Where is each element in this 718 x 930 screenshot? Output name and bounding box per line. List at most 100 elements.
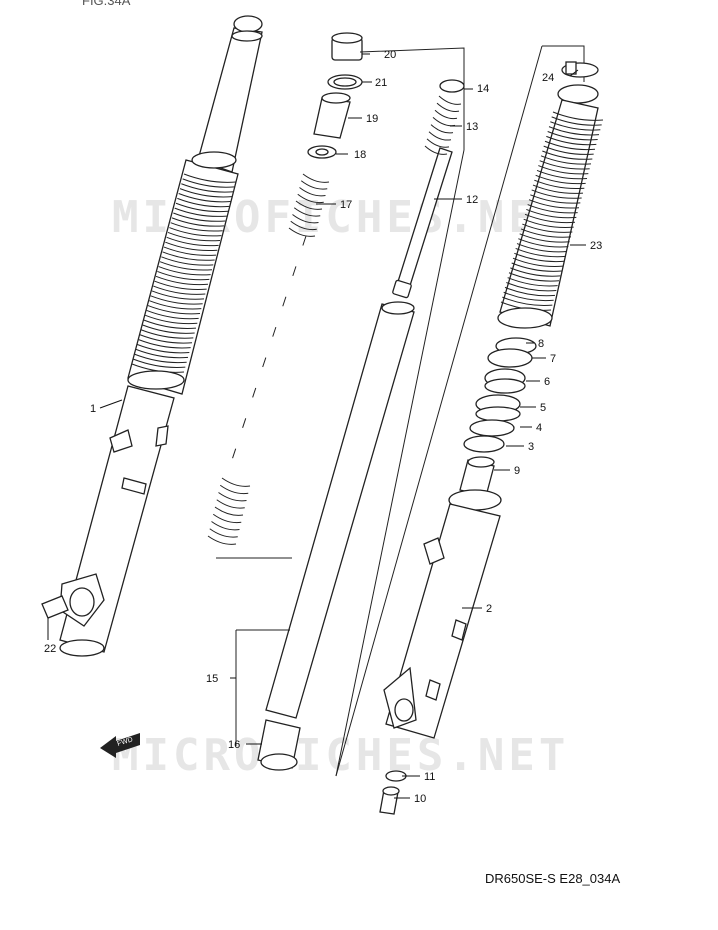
callout-23: 23 (590, 240, 602, 252)
spring-coil (219, 484, 249, 495)
boot-rib (536, 169, 588, 180)
boot-rib (173, 212, 226, 222)
boot-rib (503, 291, 554, 302)
boot-rib (514, 252, 565, 263)
callout-labels: 20 21 19 18 17 14 13 12 15 16 24 23 8 7 … (44, 49, 602, 805)
boot-rib (524, 213, 576, 224)
damper-rod-group (216, 47, 465, 777)
boot-rib (550, 121, 601, 131)
drawing-code: DR650SE-S E28_034A (485, 871, 620, 886)
spring-coil (297, 193, 324, 204)
callout-13: 13 (466, 121, 478, 133)
right-fork-assembly (335, 45, 604, 815)
spring-coil (426, 138, 450, 148)
callout-2: 2 (486, 603, 492, 615)
watermark-bottom: MICROFICHES.NET (112, 730, 569, 781)
boot-rib (137, 344, 190, 354)
boot-rib (511, 262, 562, 272)
callout-14: 14 (477, 83, 489, 95)
callout-22: 22 (44, 643, 56, 655)
boot-rib (515, 247, 566, 258)
boot-rib (169, 227, 222, 237)
callout-1: 1 (90, 403, 96, 415)
callout-5: 5 (540, 402, 546, 414)
boot-rib (149, 300, 202, 310)
figure-label: FIG.34A (82, 0, 131, 8)
spring-coil (207, 535, 237, 545)
spring-coil (288, 227, 316, 237)
boot-rib (516, 243, 568, 253)
boot-rib (548, 126, 600, 136)
boot-rib (183, 173, 237, 183)
boot-rib (527, 204, 578, 214)
boot-rib (178, 193, 231, 203)
callout-9: 9 (514, 465, 520, 477)
boot-rib (512, 257, 564, 267)
spring-coil (434, 109, 458, 120)
boot-rib (139, 334, 193, 344)
callout-6: 6 (544, 376, 550, 388)
boot-rib (162, 251, 215, 261)
boot-rib (151, 290, 205, 300)
boot-rib (175, 202, 229, 213)
boot-rib (518, 238, 569, 248)
boot-rib (143, 319, 197, 329)
boot-rib (182, 178, 235, 188)
boot-rib (157, 270, 210, 281)
leader-lines (47, 53, 586, 799)
spring-coil (302, 173, 330, 183)
callout-4: 4 (536, 422, 542, 434)
boot-rib (539, 160, 590, 170)
callout-11: 11 (424, 771, 435, 783)
callout-17: 17 (340, 199, 352, 211)
spring-coil (293, 207, 321, 217)
boot-rib (171, 217, 225, 227)
left-fork-assembly (41, 15, 263, 657)
boot-rib (532, 184, 584, 194)
spring-coil (214, 506, 244, 516)
callout-8: 8 (538, 338, 544, 350)
boot-rib (167, 231, 221, 242)
boot-rib (161, 256, 214, 266)
boot-rib (510, 267, 561, 277)
callout-21: 21 (375, 77, 387, 89)
callout-16: 16 (228, 739, 240, 751)
callout-10: 10 (414, 793, 426, 805)
boot-rib (520, 228, 572, 238)
spring-coil (430, 124, 454, 134)
boot-rib (174, 207, 227, 217)
boot-rib (535, 174, 586, 185)
boot-rib (145, 314, 198, 325)
spring-coil (290, 220, 317, 231)
boot-rib (538, 165, 589, 175)
boot-rib (163, 246, 217, 256)
boot-rib (181, 183, 234, 193)
callout-18: 18 (354, 149, 366, 161)
boot-rib (177, 197, 230, 208)
callout-24: 24 (542, 72, 554, 84)
callout-3: 3 (528, 441, 534, 453)
callout-12: 12 (466, 194, 478, 206)
boot-rib (506, 282, 557, 292)
spring-coil (436, 102, 460, 112)
boot-rib (531, 189, 582, 199)
boot-rib (547, 131, 598, 141)
boot-rib (534, 179, 585, 190)
boot-rib (147, 305, 201, 315)
callout-20: 20 (384, 49, 396, 61)
boot-rib (133, 358, 186, 368)
boot-rib (179, 188, 233, 198)
boot-rib (540, 155, 592, 165)
boot-rib (508, 272, 560, 282)
spring-coil (212, 513, 242, 524)
boot-rib (153, 285, 206, 295)
fwd-arrow-icon: FWD (100, 733, 140, 758)
spring-coil (221, 477, 251, 487)
spring-coil (428, 131, 452, 141)
boot-rib (552, 111, 604, 121)
boot-rib (543, 145, 594, 155)
callout-15: 15 (206, 673, 218, 685)
boot-rib (522, 223, 573, 233)
boot-rib (507, 277, 558, 287)
